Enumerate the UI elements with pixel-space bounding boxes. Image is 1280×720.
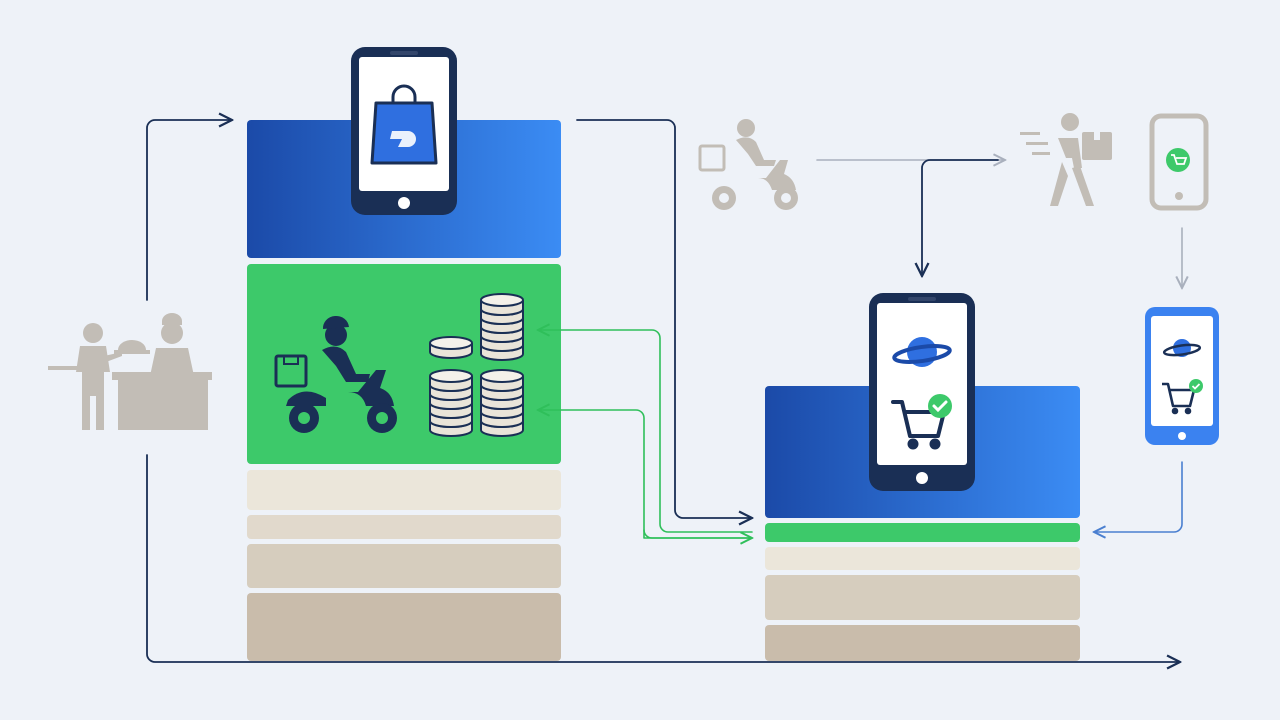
left-stack-tan-layer-2	[247, 544, 561, 588]
smartphone-icon	[351, 47, 457, 215]
smartphone-icon	[1149, 113, 1209, 211]
left-stack-tan-layer-3	[247, 593, 561, 661]
courier-on-foot-icon	[1020, 113, 1112, 206]
right-platform-stack	[765, 386, 1080, 661]
smartphone-icon	[869, 293, 975, 491]
delivery-scooter-icon	[274, 315, 397, 433]
arrow-green-return	[643, 529, 752, 538]
left-stack-tan-layer-1	[247, 515, 561, 539]
arrow-down-to-right-phone	[922, 159, 999, 276]
right-stack-tan-layer-2	[765, 625, 1080, 661]
arrow-bottom-return	[146, 454, 1180, 662]
flow-arrows	[146, 119, 1183, 662]
check-badge-icon	[928, 394, 952, 418]
check-badge-icon	[1189, 379, 1203, 393]
right-stack-green-layer	[765, 523, 1080, 542]
shopping-cart-icon	[1162, 382, 1196, 415]
delivery-scooter-icon	[698, 119, 798, 210]
coin-stack-icon	[429, 293, 524, 437]
smartphone-icon	[1145, 307, 1219, 445]
shopping-cart-icon	[1166, 148, 1190, 172]
arrow-blue-into-stack	[1094, 461, 1183, 532]
shopping-bag-icon	[370, 84, 438, 165]
arrow-green-upper	[538, 330, 753, 533]
arrow-left-into-stack	[146, 120, 232, 301]
planet-logo-icon	[892, 337, 952, 367]
arrow-top-to-right-stack	[576, 119, 752, 518]
restaurant-staff-icon	[48, 313, 212, 430]
right-stack-cream-layer	[765, 547, 1080, 570]
planet-logo-icon	[1162, 339, 1202, 357]
right-stack-tan-layer-1	[765, 575, 1080, 620]
left-stack-cream-layer	[247, 470, 561, 510]
